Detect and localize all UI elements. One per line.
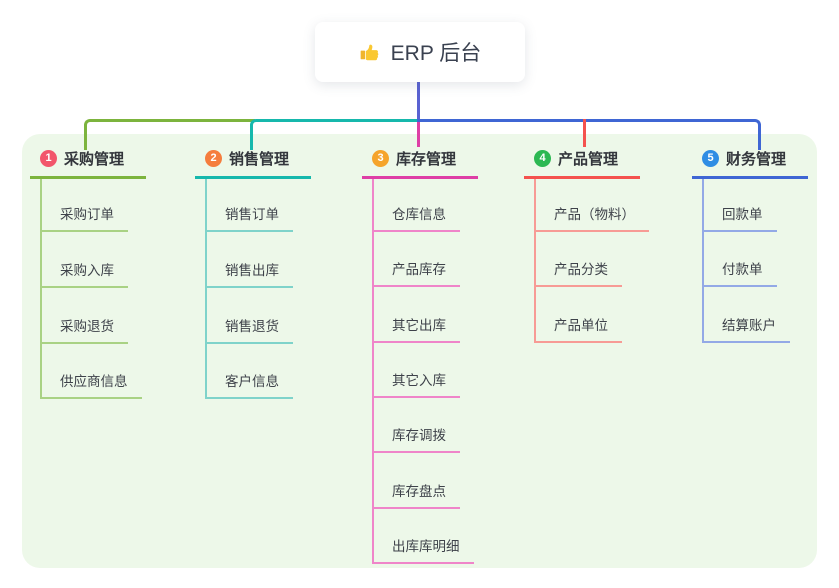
branch-title: 销售管理	[229, 151, 290, 168]
child-node[interactable]: 结算账户	[702, 317, 790, 343]
branch-badge: 5	[702, 150, 719, 167]
child-node[interactable]: 产品库存	[372, 261, 460, 287]
drop-line-branch4	[583, 119, 586, 147]
child-node[interactable]: 供应商信息	[40, 373, 142, 399]
branch1-child-trunk-line	[40, 177, 42, 399]
branch-node-finance[interactable]: 5 财务管理	[692, 148, 808, 179]
mindmap-panel	[22, 134, 817, 568]
branch-badge: 1	[40, 150, 57, 167]
drop-line-branch3	[417, 122, 420, 147]
child-node[interactable]: 产品分类	[534, 261, 622, 287]
branch-title: 财务管理	[726, 151, 787, 168]
branch5-child-trunk-line	[702, 177, 704, 343]
root-title: ERP 后台	[390, 42, 482, 65]
child-node[interactable]: 出库库明细	[372, 538, 474, 564]
branch-node-purchase[interactable]: 1 采购管理	[30, 148, 146, 179]
child-node[interactable]: 库存盘点	[372, 483, 460, 509]
branch-badge: 3	[372, 150, 389, 167]
child-node[interactable]: 产品（物料）	[534, 206, 649, 232]
bus-line-branch2	[250, 119, 423, 150]
child-node[interactable]: 付款单	[702, 261, 777, 287]
branch-title: 产品管理	[558, 151, 619, 168]
thumbs-up-icon	[360, 44, 379, 61]
branch4-child-trunk-line	[534, 177, 536, 343]
branch-title: 库存管理	[396, 151, 457, 168]
child-node[interactable]: 回款单	[702, 206, 777, 232]
child-node[interactable]: 采购订单	[40, 206, 128, 232]
branch-badge: 2	[205, 150, 222, 167]
child-node[interactable]: 仓库信息	[372, 206, 460, 232]
child-node[interactable]: 采购入库	[40, 262, 128, 288]
branch-badge: 4	[534, 150, 551, 167]
child-node[interactable]: 销售订单	[205, 206, 293, 232]
child-node[interactable]: 销售出库	[205, 262, 293, 288]
branch-node-sales[interactable]: 2 销售管理	[195, 148, 311, 179]
bus-line-branch5	[417, 119, 761, 150]
branch2-child-trunk-line	[205, 177, 207, 399]
child-node[interactable]: 其它出库	[372, 317, 460, 343]
bus-line-branch1	[84, 119, 255, 150]
root-stem-line	[417, 82, 420, 122]
child-node[interactable]: 产品单位	[534, 317, 622, 343]
branch-node-inventory[interactable]: 3 库存管理	[362, 148, 478, 179]
child-node[interactable]: 采购退货	[40, 318, 128, 344]
child-node[interactable]: 客户信息	[205, 373, 293, 399]
child-node[interactable]: 库存调拨	[372, 427, 460, 453]
child-node[interactable]: 销售退货	[205, 318, 293, 344]
root-node[interactable]: ERP 后台	[315, 22, 525, 82]
branch-node-product[interactable]: 4 产品管理	[524, 148, 640, 179]
branch-title: 采购管理	[64, 151, 125, 168]
branch3-child-trunk-line	[372, 177, 374, 564]
child-node[interactable]: 其它入库	[372, 372, 460, 398]
